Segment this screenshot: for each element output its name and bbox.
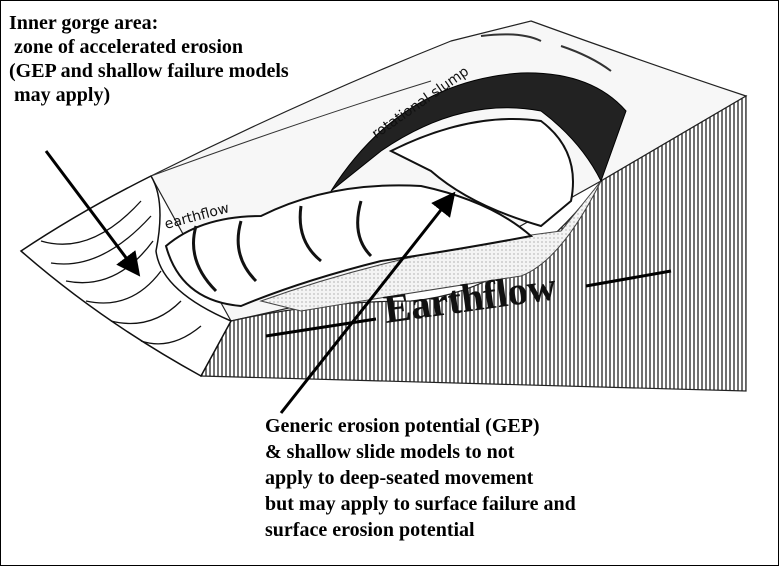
ridge-line [150, 80, 432, 177]
inner-gorge-arrow [44, 150, 141, 277]
inner-gorge-annotation: Inner gorge area: zone of accelerated er… [9, 11, 289, 107]
slump-block [388, 118, 574, 228]
crack-line [480, 33, 542, 42]
annotation-line: may apply) [9, 84, 111, 106]
annotation-line: Generic erosion potential (GEP) [265, 415, 540, 437]
annotation-line: apply to deep-seated movement [265, 467, 534, 489]
annotation-line: zone of accelerated erosion [9, 36, 243, 58]
slump-scarp [330, 72, 627, 192]
earthflow-ridges [192, 200, 373, 293]
deposit-dotted [259, 180, 602, 312]
earthflow-label-line-right [585, 269, 672, 288]
annotation-line: but may apply to surface failure and [265, 493, 576, 515]
gep-annotation: Generic erosion potential (GEP) & shallow… [265, 413, 576, 543]
gorge-contour-lines [40, 200, 202, 345]
annotation-line: Inner gorge area: [9, 12, 159, 34]
earthflow-label-line-left [265, 317, 377, 338]
annotation-line: & shallow slide models to not [265, 441, 515, 463]
gep-arrow [279, 191, 456, 414]
annotation-line: (GEP and shallow failure models [9, 60, 289, 82]
annotation-line: surface erosion potential [265, 519, 475, 541]
crack-line [560, 45, 612, 72]
